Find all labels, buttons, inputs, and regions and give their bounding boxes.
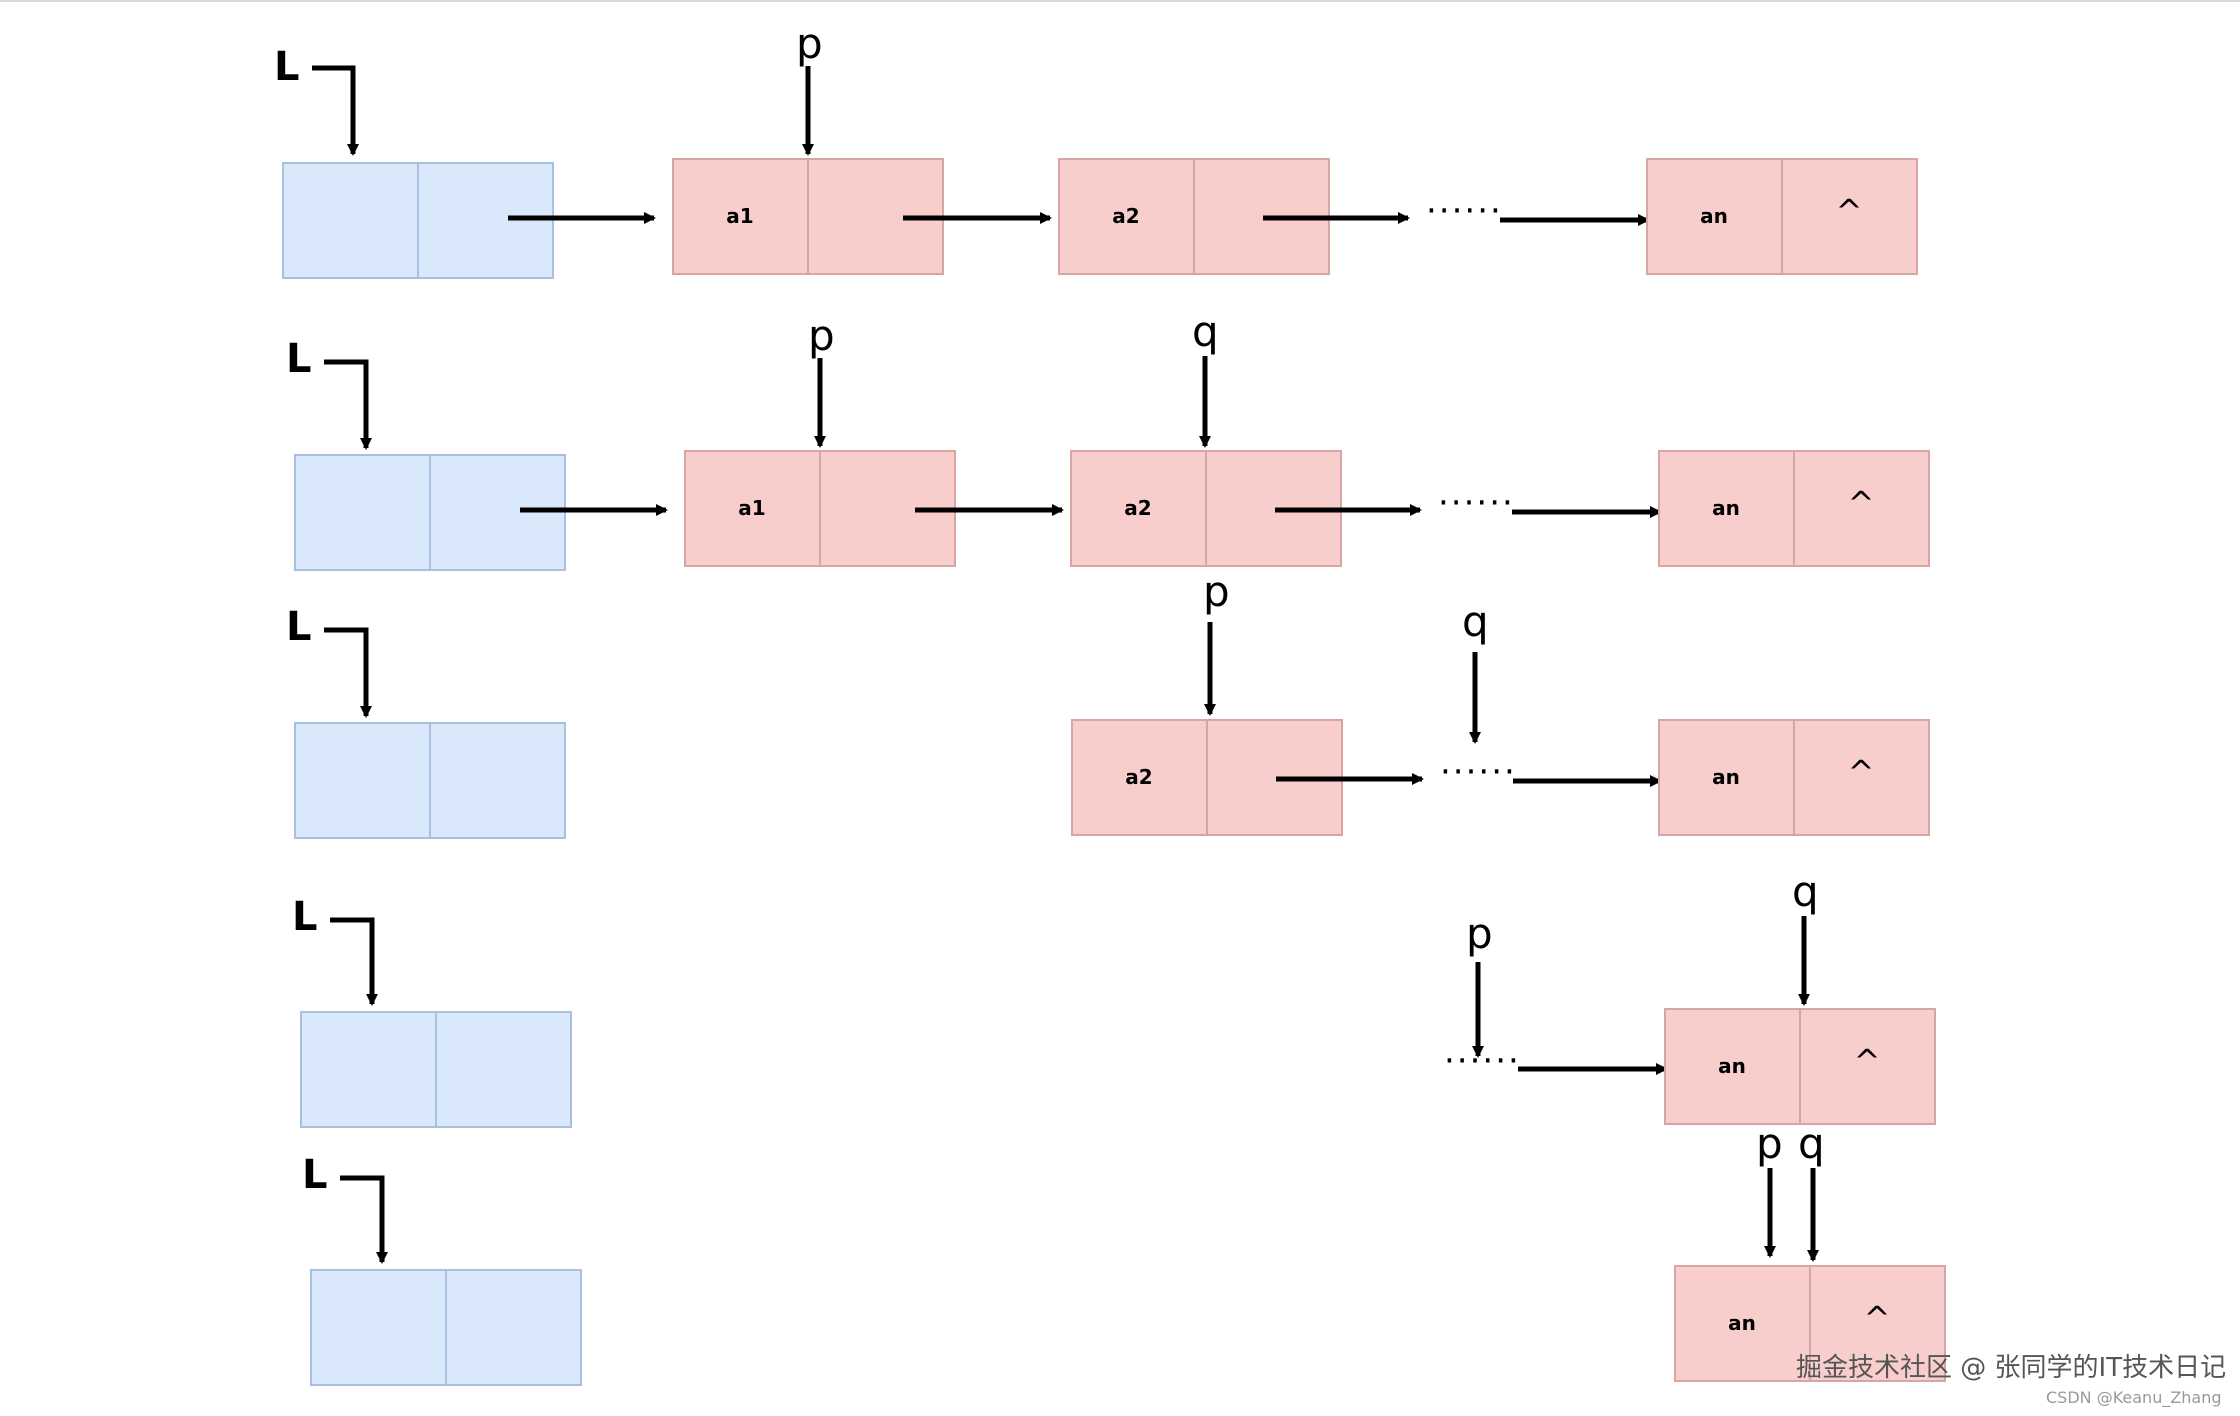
head-pointer-arrow — [340, 1175, 388, 1264]
p-pointer-label: p — [808, 311, 835, 360]
node-value: a2 — [1125, 765, 1152, 789]
watermark-text: 掘金技术社区 @ 张同学的IT技术日记 — [1796, 1353, 2226, 1383]
node-an: an ^ — [1658, 719, 1930, 836]
head-pointer-label: L — [286, 604, 312, 650]
null-marker: ^ — [1848, 753, 1875, 791]
node-an: an ^ — [1646, 158, 1918, 275]
null-marker: ^ — [1864, 1299, 1891, 1337]
node-value: a2 — [1112, 204, 1139, 228]
p-pointer-label: p — [1203, 567, 1230, 616]
node-an: an ^ — [1664, 1008, 1936, 1125]
row-5: L p q an ^ — [302, 1119, 1946, 1386]
node-a1: a1 — [684, 450, 956, 567]
null-marker: ^ — [1836, 192, 1863, 230]
head-pointer-label: L — [302, 1152, 328, 1198]
node-value: an — [1700, 204, 1728, 228]
node-an: an ^ — [1658, 450, 1930, 567]
ellipsis: ······ — [1438, 483, 1515, 523]
p-pointer-label: p — [1466, 909, 1493, 958]
head-node — [310, 1269, 582, 1386]
node-a2: a2 — [1058, 158, 1330, 275]
head-pointer-arrow — [312, 65, 359, 156]
node-a1: a1 — [672, 158, 944, 275]
head-node — [294, 454, 566, 571]
row-3: L p a2 q ······ an ^ — [286, 567, 1930, 839]
node-value: a2 — [1124, 496, 1151, 520]
head-pointer-label: L — [274, 44, 300, 90]
watermark-subtext: CSDN @Keanu_Zhang — [2046, 1388, 2222, 1408]
head-node — [300, 1011, 572, 1128]
head-pointer-arrow — [324, 627, 372, 718]
null-marker: ^ — [1854, 1042, 1881, 1080]
ellipsis: ······ — [1444, 1041, 1521, 1081]
head-pointer-arrow — [330, 917, 378, 1006]
q-pointer-label: q — [1792, 867, 1819, 916]
node-value: a1 — [726, 204, 753, 228]
row-2: L p a1 q a2 ······ an ^ — [286, 307, 1930, 571]
head-node — [282, 162, 554, 279]
q-pointer-label: q — [1462, 597, 1489, 646]
p-pointer-label: p — [1756, 1119, 1783, 1168]
q-pointer-label: q — [1798, 1119, 1825, 1168]
node-value: an — [1712, 496, 1740, 520]
head-pointer-label: L — [292, 894, 318, 940]
head-pointer-arrow — [324, 359, 372, 450]
node-value: an — [1728, 1311, 1756, 1335]
node-value: an — [1712, 765, 1740, 789]
node-value: a1 — [738, 496, 765, 520]
row-1: L p a1 a2 ······ an ^ — [274, 19, 1918, 279]
node-an: an ^ — [1674, 1265, 1946, 1382]
node-value: an — [1718, 1054, 1746, 1078]
ellipsis: ······ — [1426, 191, 1503, 231]
ellipsis: ······ — [1440, 752, 1517, 792]
null-marker: ^ — [1848, 484, 1875, 522]
head-node — [294, 722, 566, 839]
q-pointer-label: q — [1192, 307, 1219, 356]
row-4: L p ······ q an ^ — [292, 867, 1936, 1128]
head-pointer-label: L — [286, 336, 312, 382]
p-pointer-label: p — [796, 19, 823, 68]
top-border — [0, 0, 2240, 2]
